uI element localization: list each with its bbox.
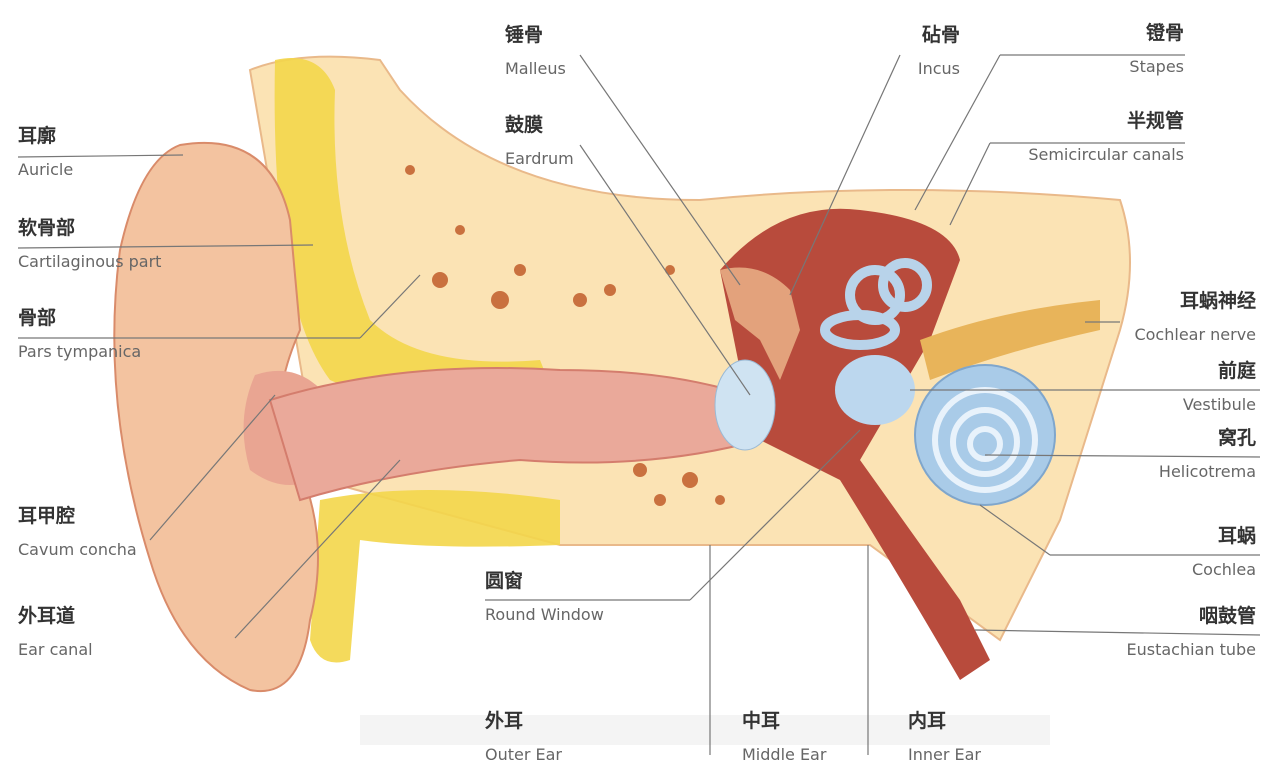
label-en: Cochlear nerve: [1134, 325, 1256, 344]
label-cavum-concha: 耳甲腔 Cavum concha: [18, 505, 137, 560]
section-outer-ear: 外耳 Outer Ear: [485, 710, 562, 765]
label-zh: 锤骨: [505, 24, 544, 46]
label-en: Pars tympanica: [18, 342, 142, 361]
label-cartilaginous: 软骨部 Cartilaginous part: [18, 217, 161, 272]
label-eustachian: 咽鼓管 Eustachian tube: [1127, 605, 1257, 660]
label-zh: 咽鼓管: [1198, 605, 1256, 627]
leader-lines: [17, 54, 1261, 755]
bone-pores: [405, 165, 725, 506]
label-zh: 软骨部: [18, 217, 76, 239]
label-zh: 内耳: [908, 710, 947, 732]
cartilage-lower: [310, 490, 560, 663]
label-zh: 砧骨: [921, 24, 960, 46]
label-zh: 中耳: [742, 710, 781, 732]
label-en: Outer Ear: [485, 745, 563, 764]
label-en: Eustachian tube: [1126, 640, 1257, 659]
label-zh: 镫骨: [1145, 22, 1184, 44]
label-en: Semicircular canals: [1028, 145, 1184, 164]
label-en: Eardrum: [505, 149, 574, 168]
ossicles: [720, 267, 800, 380]
label-en: Auricle: [18, 160, 74, 179]
label-en: Ear canal: [18, 640, 93, 659]
label-vestibule: 前庭 Vestibule: [1183, 360, 1256, 415]
semicircular-canals-shape: [820, 258, 932, 350]
label-helicotrema: 窝孔 Helicotrema: [1159, 427, 1256, 482]
label-en: Cavum concha: [18, 540, 137, 559]
label-zh: 前庭: [1217, 360, 1256, 382]
cochlea-shape: [914, 364, 1056, 506]
label-zh: 外耳道: [18, 605, 76, 627]
section-band: [360, 715, 1050, 745]
cartilage: [274, 58, 560, 412]
label-cochlea: 耳蜗 Cochlea: [1192, 525, 1256, 580]
label-incus: 砧骨 Incus: [918, 24, 960, 79]
label-auricle: 耳廓 Auricle: [18, 125, 73, 180]
vestibule-shape: [835, 355, 915, 425]
cochlear-nerve-shape: [920, 300, 1100, 380]
label-semicircular: 半规管 Semicircular canals: [1028, 110, 1184, 165]
label-en: Vestibule: [1182, 395, 1256, 414]
label-zh: 窝孔: [1217, 427, 1256, 449]
label-zh: 耳甲腔: [18, 505, 76, 527]
label-zh: 外耳: [485, 710, 524, 732]
label-cochlear-nerve: 耳蜗神经 Cochlear nerve: [1134, 290, 1256, 345]
label-zh: 耳廓: [18, 125, 57, 147]
label-pars-tympanica: 骨部 Pars tympanica: [18, 307, 141, 362]
label-zh: 圆窗: [485, 570, 524, 592]
label-en: Cochlea: [1192, 560, 1256, 579]
label-en: Malleus: [505, 59, 566, 78]
label-en: Round Window: [485, 605, 604, 624]
label-round-window: 圆窗 Round Window: [485, 570, 604, 625]
eardrum-shape: [714, 359, 776, 451]
label-en: Stapes: [1129, 57, 1184, 76]
label-zh: 半规管: [1126, 110, 1184, 132]
label-malleus: 锤骨 Malleus: [505, 24, 566, 79]
label-zh: 耳蜗: [1217, 525, 1256, 547]
label-ear-canal: 外耳道 Ear canal: [18, 605, 93, 660]
label-zh: 鼓膜: [505, 114, 544, 136]
label-stapes: 镫骨 Stapes: [1129, 22, 1184, 77]
label-zh: 骨部: [18, 307, 57, 329]
label-eardrum: 鼓膜 Eardrum: [505, 114, 574, 169]
section-inner-ear: 内耳 Inner Ear: [908, 710, 981, 765]
label-en: Incus: [917, 59, 960, 78]
label-en: Cartilaginous part: [18, 252, 162, 271]
label-en: Helicotrema: [1158, 462, 1256, 481]
section-middle-ear: 中耳 Middle Ear: [742, 710, 826, 765]
label-zh: 耳蜗神经: [1179, 290, 1256, 312]
label-en: Inner Ear: [908, 745, 981, 764]
label-en: Middle Ear: [742, 745, 827, 764]
auricle: [113, 141, 319, 693]
